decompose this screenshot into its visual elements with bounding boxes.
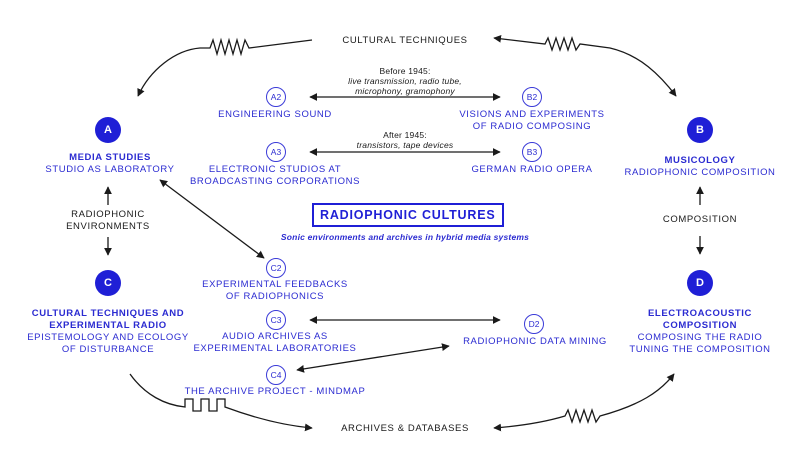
- before-1945-note: Before 1945: live transmission, radio tu…: [330, 66, 480, 96]
- left-link-line1: RADIOPHONIC: [71, 209, 145, 220]
- node-a-title: MEDIA STUDIES: [69, 152, 151, 163]
- node-a3-text: ELECTRONIC STUDIOS AT BROADCASTING CORPO…: [190, 164, 360, 188]
- after-1945-note: After 1945: transistors, tape devices: [330, 130, 480, 150]
- node-b-text: MUSICOLOGY RADIOPHONIC COMPOSITION: [612, 155, 788, 179]
- node-c2-circle: C2: [266, 258, 286, 278]
- node-b-subtitle: RADIOPHONIC COMPOSITION: [624, 167, 776, 178]
- node-a2-circle: A2: [266, 87, 286, 107]
- node-b2-text: VISIONS AND EXPERIMENTS OF RADIO COMPOSI…: [446, 109, 618, 133]
- node-b3-label: GERMAN RADIO OPERA: [471, 164, 593, 175]
- node-c-sub1: EPISTEMOLOGY AND ECOLOGY: [27, 332, 189, 343]
- diagram-subtitle: Sonic environments and archives in hybri…: [280, 232, 530, 242]
- node-c3-circle: C3: [266, 310, 286, 330]
- left-link-line2: ENVIRONMENTS: [66, 221, 150, 232]
- node-a2-label: ENGINEERING SOUND: [218, 109, 332, 120]
- node-b2-line2: OF RADIO COMPOSING: [472, 121, 592, 132]
- composition-link-label: COMPOSITION: [662, 214, 738, 225]
- node-d-title2: COMPOSITION: [662, 320, 738, 331]
- before-1945-line1: live transmission, radio tube,: [348, 76, 462, 86]
- node-a-text: MEDIA STUDIES STUDIO AS LABORATORY: [25, 152, 195, 176]
- node-c-title1: CULTURAL TECHNIQUES AND: [31, 308, 185, 319]
- node-d-sub1: COMPOSING THE RADIO: [637, 332, 763, 343]
- bottom-label: ARCHIVES & DATABASES: [341, 423, 469, 434]
- node-d2-label: RADIOPHONIC DATA MINING: [463, 336, 607, 347]
- node-c-title2: EXPERIMENTAL RADIO: [49, 320, 167, 331]
- node-a3-circle: A3: [266, 142, 286, 162]
- node-b3-circle: B3: [522, 142, 542, 162]
- node-d-circle: D: [687, 270, 713, 296]
- node-c-circle: C: [95, 270, 121, 296]
- top-right-arc: [493, 34, 677, 97]
- node-b2-circle: B2: [522, 87, 542, 107]
- top-left-arc: [137, 37, 313, 97]
- node-b-title: MUSICOLOGY: [664, 155, 736, 166]
- before-1945-line2: microphony, gramophony: [355, 86, 455, 96]
- node-c-text: CULTURAL TECHNIQUES AND EXPERIMENTAL RAD…: [15, 308, 201, 356]
- node-c3-text: AUDIO ARCHIVES AS EXPERIMENTAL LABORATOR…: [190, 331, 360, 355]
- node-d-sub2: TUNING THE COMPOSITION: [629, 344, 771, 355]
- arrow-c4-d2: [296, 343, 450, 373]
- arrow-a-c2: [159, 179, 265, 259]
- diagram-title: RADIOPHONIC CULTURES: [312, 203, 504, 227]
- node-c2-line1: EXPERIMENTAL FEEDBACKS: [202, 279, 348, 290]
- node-a3-line1: ELECTRONIC STUDIOS AT: [208, 164, 342, 175]
- radiophonic-environments-label: RADIOPHONIC ENVIRONMENTS: [55, 209, 161, 233]
- node-d-text: ELECTROACOUSTIC COMPOSITION COMPOSING TH…: [612, 308, 788, 356]
- node-c4-circle: C4: [266, 365, 286, 385]
- before-1945-heading: Before 1945:: [379, 66, 431, 76]
- node-a-subtitle: STUDIO AS LABORATORY: [45, 164, 175, 175]
- after-1945-line1: transistors, tape devices: [356, 140, 454, 150]
- node-c3-line2: EXPERIMENTAL LABORATORIES: [193, 343, 357, 354]
- after-1945-heading: After 1945:: [383, 130, 427, 140]
- node-c2-text: EXPERIMENTAL FEEDBACKS OF RADIOPHONICS: [190, 279, 360, 303]
- node-c3-line1: AUDIO ARCHIVES AS: [222, 331, 328, 342]
- node-a3-line2: BROADCASTING CORPORATIONS: [190, 176, 361, 187]
- node-c-sub2: OF DISTURBANCE: [61, 344, 155, 355]
- bottom-left-arc: [129, 373, 313, 432]
- node-b-circle: B: [687, 117, 713, 143]
- node-d2-circle: D2: [524, 314, 544, 334]
- node-b2-line1: VISIONS AND EXPERIMENTS: [459, 109, 605, 120]
- node-a-circle: A: [95, 117, 121, 143]
- bottom-right-arc: [493, 373, 675, 432]
- node-d-title1: ELECTROACOUSTIC: [648, 308, 752, 319]
- top-label: CULTURAL TECHNIQUES: [342, 35, 468, 46]
- node-c2-line2: OF RADIOPHONICS: [225, 291, 325, 302]
- node-c4-label: THE ARCHIVE PROJECT - MINDMAP: [184, 386, 366, 397]
